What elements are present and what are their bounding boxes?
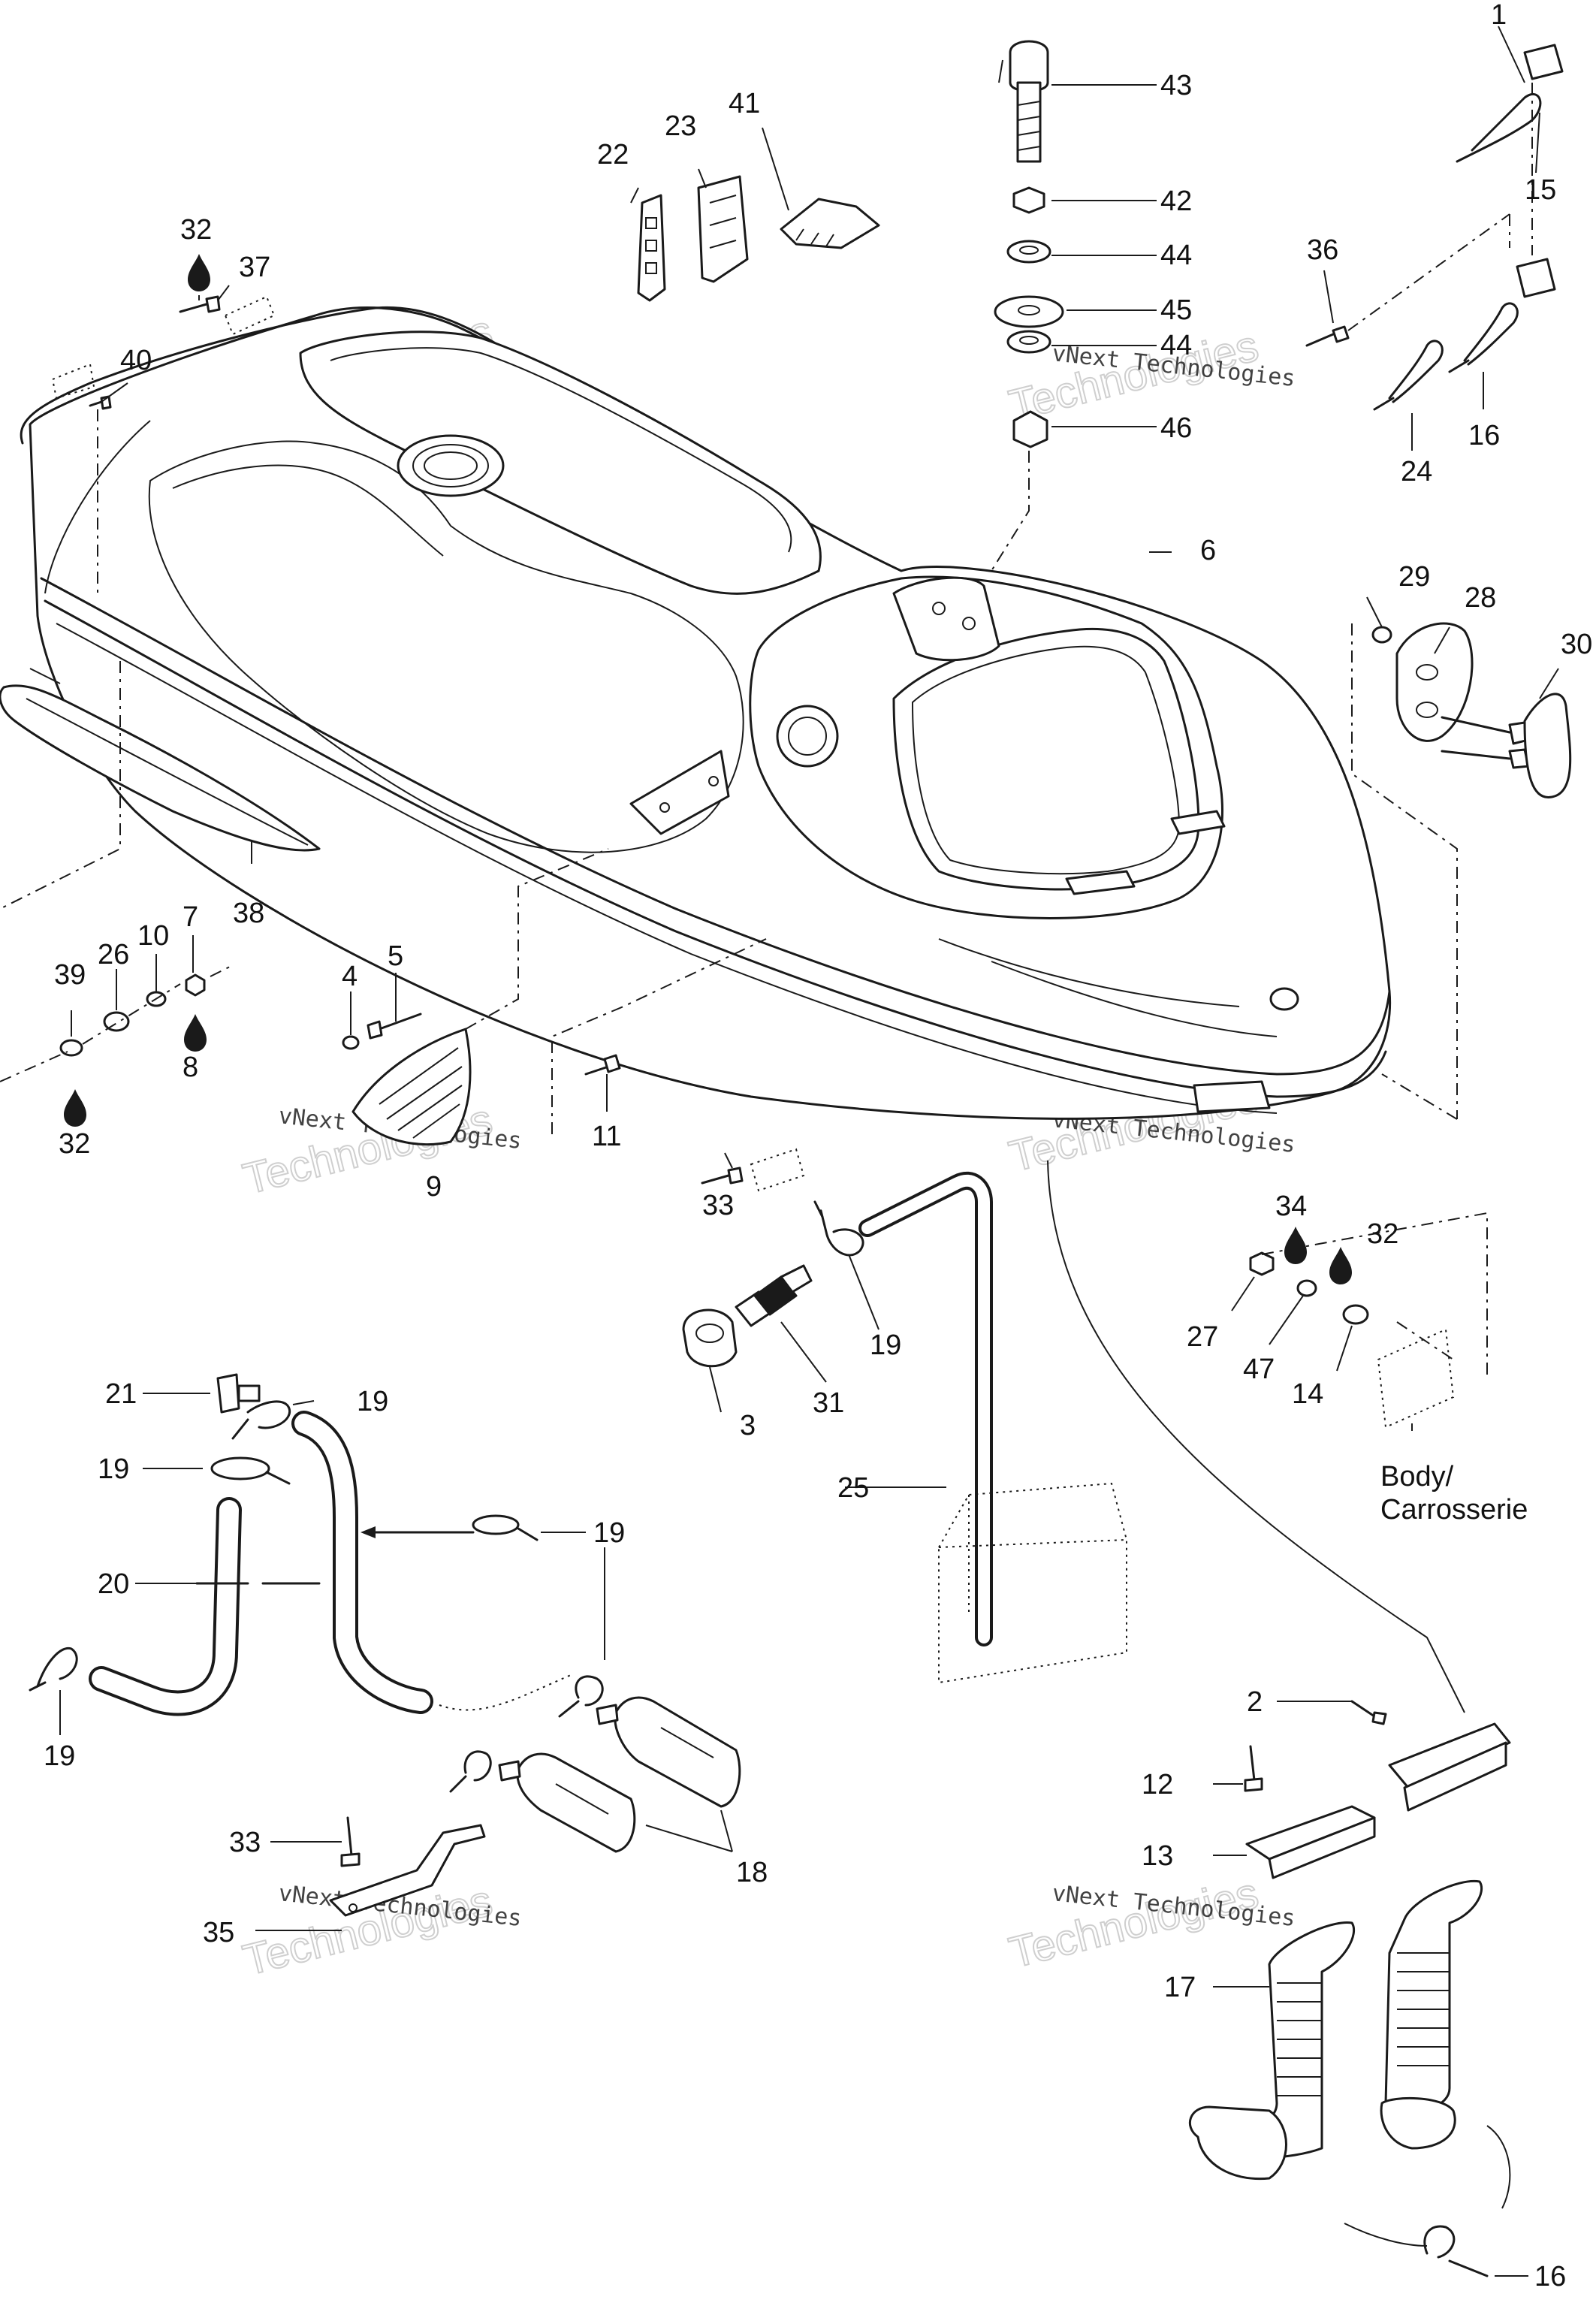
- callout-45: 45: [1160, 294, 1192, 326]
- callout-10: 10: [137, 920, 169, 952]
- callout-37: 37: [239, 252, 270, 283]
- callout-33a: 33: [702, 1190, 734, 1221]
- callout-19a: 19: [870, 1330, 901, 1361]
- callout-19c: 19: [98, 1453, 129, 1485]
- callout-labels: 1 43 15 42 44 45 44 46 36 16 24 6 29 28 …: [44, 0, 1592, 2292]
- clip-41: [780, 198, 880, 249]
- callout-8: 8: [183, 1052, 198, 1083]
- callout-6: 6: [1200, 535, 1216, 566]
- callout-14: 14: [1292, 1378, 1323, 1410]
- callout-19b: 19: [357, 1386, 388, 1417]
- callout-33b: 33: [229, 1827, 261, 1858]
- callout-16a: 16: [1468, 420, 1500, 451]
- callout-40: 40: [120, 345, 152, 376]
- callout-9: 9: [426, 1171, 442, 1203]
- callout-47: 47: [1243, 1354, 1275, 1385]
- watercraft-body: [20, 306, 1392, 1120]
- callout-43: 43: [1160, 70, 1192, 101]
- callout-23: 23: [665, 110, 696, 142]
- tie-19-center: [813, 1200, 864, 1257]
- rivet-33-center: [701, 1148, 805, 1192]
- reservoirs-18: [439, 1674, 741, 1853]
- callout-30: 30: [1561, 629, 1592, 660]
- callout-4: 4: [342, 961, 358, 992]
- callout-20: 20: [98, 1568, 129, 1600]
- battery-outline: [938, 1482, 1127, 1684]
- fluid-drop-icon: [184, 1014, 207, 1052]
- callout-19e: 19: [44, 1740, 75, 1772]
- callout-25: 25: [837, 1472, 869, 1504]
- callout-2: 2: [1247, 1686, 1263, 1718]
- callout-44b: 44: [1160, 330, 1192, 361]
- callout-46: 46: [1160, 412, 1192, 444]
- callout-15: 15: [1525, 174, 1556, 206]
- left-small-parts: [0, 848, 767, 1146]
- body-fasteners: [1047, 1160, 1488, 1713]
- callout-17: 17: [1164, 1972, 1196, 2003]
- top-left-fasteners: [0, 295, 276, 910]
- callout-11: 11: [592, 1121, 621, 1152]
- fluid-drop-icon: [1329, 1247, 1352, 1284]
- callout-3: 3: [740, 1410, 756, 1441]
- callout-26: 26: [98, 939, 129, 970]
- callout-35: 35: [203, 1917, 234, 1948]
- callout-27: 27: [1187, 1321, 1218, 1353]
- callout-29: 29: [1398, 561, 1430, 593]
- callout-41: 41: [729, 88, 760, 119]
- callout-42: 42: [1160, 186, 1192, 217]
- callout-5: 5: [388, 940, 403, 972]
- callout-36: 36: [1307, 234, 1338, 266]
- trim-strip-38: [0, 668, 321, 852]
- fluid-drop-icon: [64, 1089, 86, 1127]
- callout-21: 21: [105, 1378, 137, 1410]
- callout-22: 22: [597, 139, 629, 171]
- callout-16b: 16: [1534, 2261, 1566, 2292]
- callout-19d: 19: [593, 1517, 625, 1549]
- fastener-stack: [991, 40, 1064, 572]
- callout-13: 13: [1142, 1840, 1173, 1872]
- left-hose-assembly: [29, 1373, 539, 1716]
- callout-32c: 32: [1367, 1218, 1398, 1250]
- callout-7: 7: [183, 901, 198, 933]
- callout-44a: 44: [1160, 240, 1192, 271]
- callout-28: 28: [1465, 582, 1496, 614]
- bracket-35: [329, 1816, 486, 1917]
- callout-32b: 32: [59, 1128, 90, 1160]
- callout-24: 24: [1401, 456, 1432, 487]
- grommet-3: [682, 1308, 738, 1368]
- ties-top-right: [1305, 44, 1564, 411]
- fitting-31: [735, 1264, 813, 1327]
- callout-32a: 32: [180, 214, 212, 246]
- hose-25: [858, 1171, 993, 1646]
- callout-31: 31: [813, 1387, 844, 1419]
- callout-18: 18: [736, 1857, 768, 1888]
- body-label-line1: Body/: [1380, 1461, 1454, 1493]
- fluid-drop-icon: [1284, 1227, 1307, 1264]
- callout-1: 1: [1491, 0, 1507, 31]
- callout-39: 39: [54, 959, 86, 991]
- body-label-line2: Carrosserie: [1380, 1494, 1528, 1526]
- callout-12: 12: [1142, 1769, 1173, 1800]
- callout-38: 38: [233, 898, 264, 929]
- mirror-assembly: [1351, 622, 1572, 1120]
- clip-22: [637, 194, 666, 302]
- vent-ducts: [1188, 1700, 1511, 2277]
- fluid-drop-icon: [188, 254, 210, 291]
- bracket-23: [697, 175, 749, 283]
- leader-lines: [59, 26, 1559, 2277]
- callout-34: 34: [1275, 1191, 1307, 1222]
